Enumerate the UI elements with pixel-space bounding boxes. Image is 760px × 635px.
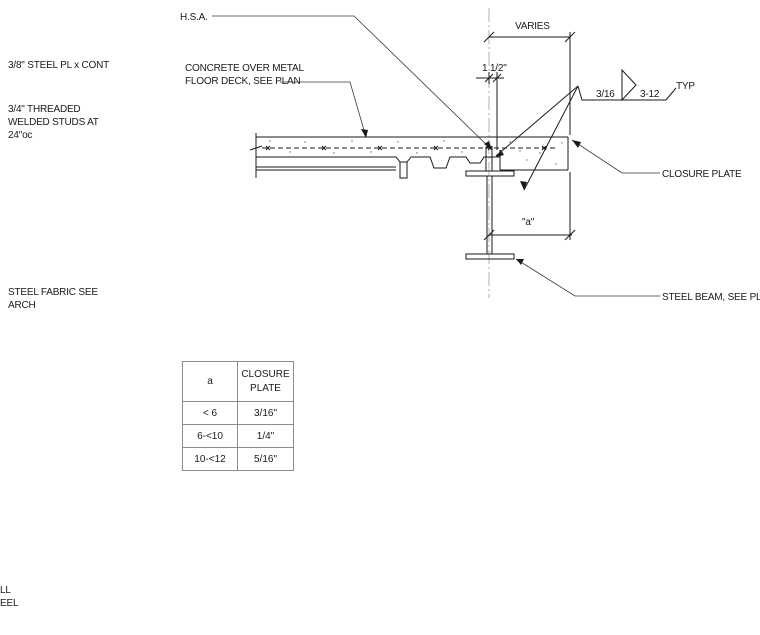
label-weld-pitch: 3-12 — [640, 89, 660, 100]
weld-leader-2 — [496, 86, 578, 156]
dim-1-1-2-tick-l — [485, 74, 493, 82]
table-header-closure-plate: CLOSURE PLATE — [237, 361, 294, 402]
fabric-x-mark — [378, 146, 382, 150]
label-closure-plate: CLOSURE PLATE — [662, 169, 742, 180]
note-steel-fabric: STEEL FABRIC SEE ARCH — [8, 287, 98, 311]
table-cell: < 6 — [182, 401, 238, 425]
hsa-leader — [212, 16, 492, 150]
dim-varies-tick-l — [484, 32, 494, 42]
concrete-arrowhead — [361, 129, 368, 138]
table-cell: 5/16" — [237, 447, 294, 471]
closure-plate-leader — [572, 140, 660, 173]
label-dim-a: "a" — [522, 217, 535, 228]
label-hsa: H.S.A. — [180, 12, 208, 23]
concrete-leader — [280, 82, 366, 137]
table-cell: 10-<12 — [182, 447, 238, 471]
label-weld-size: 3/16 — [596, 89, 615, 100]
label-dim-1-1-2: 1 1/2" — [482, 63, 507, 74]
weld-symbol-triangle — [622, 70, 636, 100]
metal-deck-flute — [400, 162, 407, 178]
table-header-a: a — [182, 361, 238, 402]
slab-break-tick — [250, 146, 262, 150]
label-concrete-deck: CONCRETE OVER METAL FLOOR DECK, SEE PLAN — [185, 63, 304, 87]
weld-leader-1 — [524, 86, 578, 190]
table-cell: 3/16" — [237, 401, 294, 425]
steel-beam-leader — [516, 259, 660, 296]
table-cell: 6-<10 — [182, 424, 238, 448]
fabric-x-mark — [434, 146, 438, 150]
fabric-x-marks — [266, 146, 546, 150]
concrete-stipple — [269, 140, 563, 165]
table-row: < 6 3/16" — [182, 401, 294, 425]
weld-symbol-tail — [666, 88, 676, 100]
label-steel-beam: STEEL BEAM, SEE PLAN — [662, 292, 760, 303]
fabric-x-mark — [542, 146, 546, 150]
fabric-x-mark — [266, 146, 270, 150]
label-varies: VARIES — [515, 21, 550, 32]
dim-a-tick-l — [484, 230, 494, 240]
steel-beam-arrowhead — [516, 259, 524, 265]
closure-arrowhead — [572, 140, 581, 148]
weld-symbol-reference — [578, 86, 666, 100]
table-row: 6-<10 1/4" — [182, 424, 294, 448]
note-welded-studs: 3/4" THREADED WELDED STUDS AT 24"oc — [8, 104, 99, 141]
fabric-x-mark — [322, 146, 326, 150]
weld-arrowhead-2 — [496, 150, 504, 157]
beam-top-flange — [466, 171, 514, 176]
weld-arrowhead-1 — [520, 181, 527, 190]
metal-deck-profile — [256, 157, 500, 168]
label-typ: TYP — [676, 81, 695, 92]
dim-1-1-2-tick-r — [493, 74, 501, 82]
closure-plate-table: a CLOSURE PLATE < 6 3/16" 6-<10 1/4" 10-… — [182, 361, 294, 471]
note-clipped-fragment: LL EEL — [0, 585, 19, 609]
table-row: 10-<12 5/16" — [182, 447, 294, 471]
note-steel-plate: 3/8" STEEL PL x CONT — [8, 60, 110, 71]
beam-bottom-flange — [466, 254, 514, 259]
fabric-x-mark — [488, 146, 492, 150]
table-cell: 1/4" — [237, 424, 294, 448]
table-header-row: a CLOSURE PLATE — [182, 361, 294, 402]
